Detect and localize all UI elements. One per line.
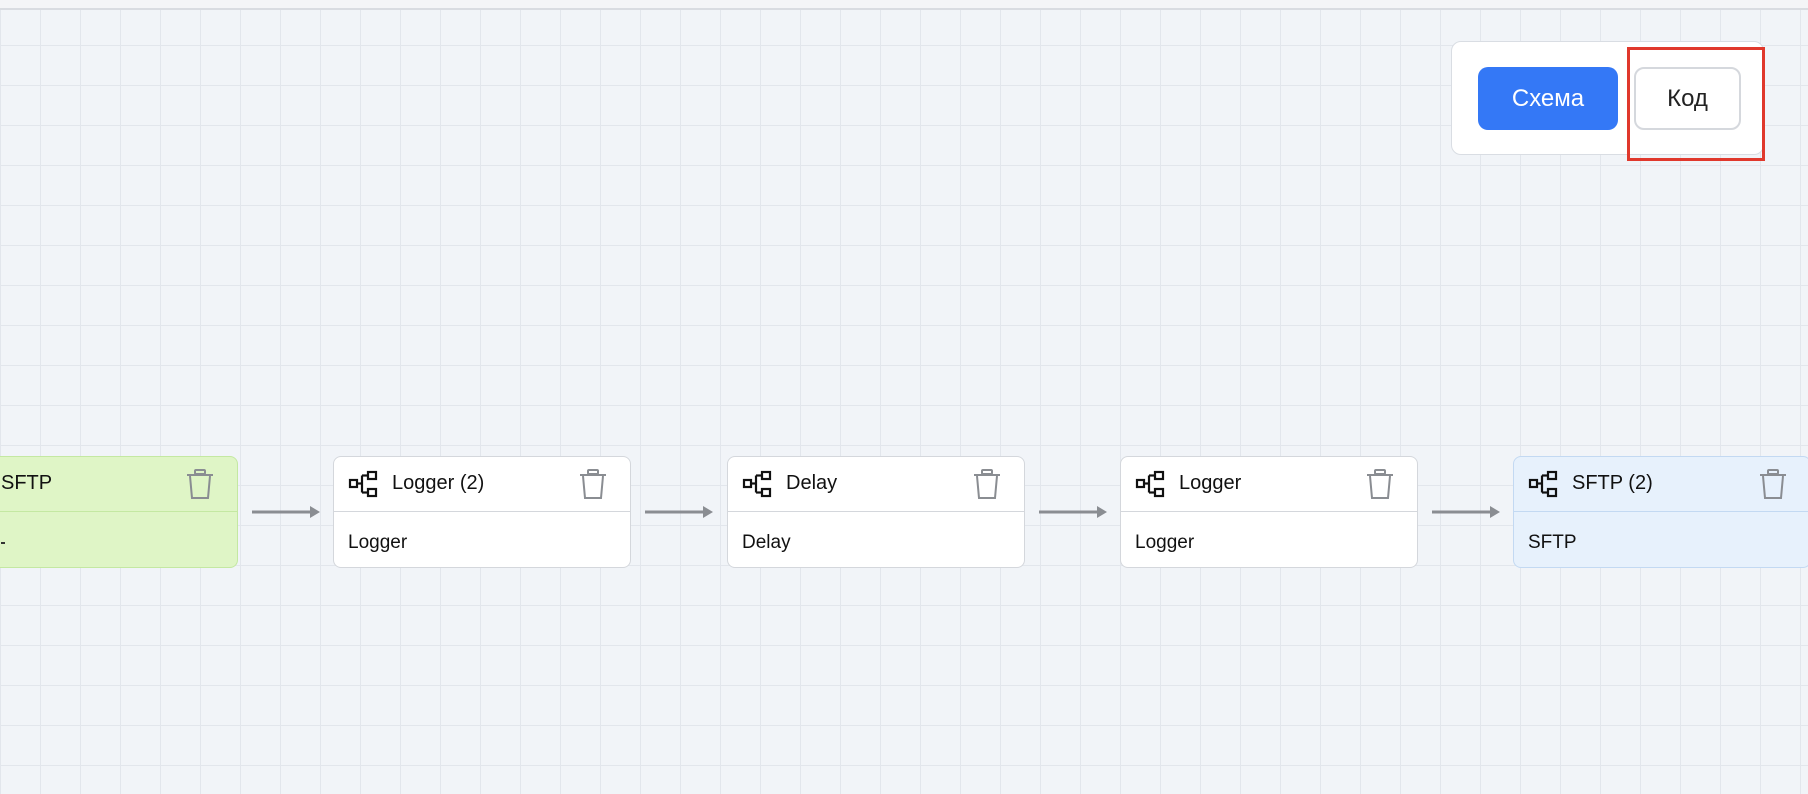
node-header: Delay	[728, 457, 1024, 512]
connector-arrow	[645, 506, 713, 518]
node-header: SFTP (2)	[1514, 457, 1808, 512]
flow-node-sftp-source[interactable]: SFTP	[0, 456, 238, 568]
flow-icon	[348, 470, 378, 498]
flow-icon	[1135, 470, 1165, 498]
view-switcher: Схема Код	[1451, 41, 1764, 155]
flow-icon	[742, 470, 772, 498]
node-body: Logger	[348, 532, 408, 553]
node-body: Delay	[742, 532, 791, 553]
node-title: SFTP (2)	[1572, 472, 1653, 494]
flow-icon	[1528, 470, 1558, 498]
flow-node-sftp-2[interactable]: SFTP (2) SFTP	[1513, 456, 1808, 568]
flow-node-logger[interactable]: Logger Logger	[1120, 456, 1418, 568]
trash-icon[interactable]	[972, 468, 1002, 500]
trash-icon[interactable]	[578, 468, 608, 500]
node-header: Logger	[1121, 457, 1417, 512]
connector-arrow	[252, 506, 320, 518]
node-title: SFTP	[1, 472, 53, 494]
trash-icon[interactable]	[1365, 468, 1395, 500]
node-body: Logger	[1135, 532, 1195, 553]
node-body: SFTP	[1528, 532, 1577, 553]
trash-icon[interactable]	[185, 468, 215, 500]
node-title: Logger (2)	[392, 472, 485, 494]
flow-node-delay[interactable]: Delay Delay	[727, 456, 1025, 568]
canvas-top-border	[0, 0, 1808, 10]
node-title: Delay	[786, 472, 838, 494]
node-header: Logger (2)	[334, 457, 630, 512]
node-title: Logger	[1179, 472, 1242, 494]
connector-arrow	[1432, 506, 1500, 518]
connector-arrow	[1039, 506, 1107, 518]
node-header: SFTP	[0, 457, 237, 512]
flow-node-logger-2[interactable]: Logger (2) Logger	[333, 456, 631, 568]
node-body-fragment	[1, 542, 5, 544]
trash-icon[interactable]	[1758, 468, 1788, 500]
schema-view-button[interactable]: Схема	[1478, 67, 1618, 130]
code-view-button[interactable]: Код	[1634, 67, 1741, 130]
